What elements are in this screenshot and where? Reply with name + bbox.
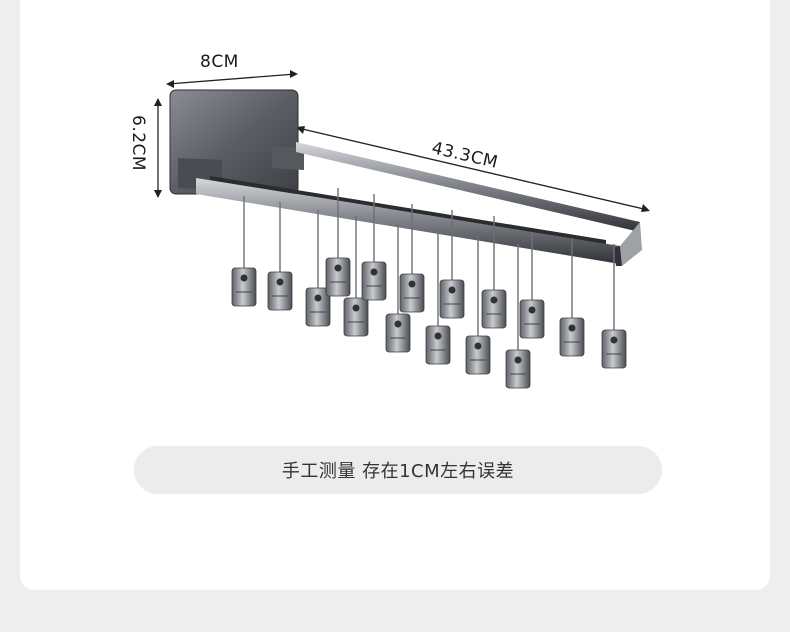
- clothes-clip: [267, 202, 293, 311]
- clothes-clip: [399, 204, 425, 313]
- width-dimension-label: 8CM: [200, 52, 239, 72]
- measurement-note-text: 手工测量 存在1CM左右误差: [281, 461, 515, 482]
- clothes-clip: [343, 216, 369, 337]
- measurement-note-pill: 手工测量 存在1CM左右误差: [134, 446, 662, 494]
- hanging-clips: [231, 188, 627, 389]
- clothes-clip: [231, 196, 257, 307]
- clothes-clip: [559, 238, 585, 357]
- width-dimension-arrow: [166, 70, 298, 88]
- clothes-clip: [505, 244, 531, 389]
- clothes-clip: [465, 236, 491, 375]
- height-dimension-arrow: [154, 98, 162, 198]
- clothes-clip: [425, 228, 451, 365]
- clothes-clip: [519, 232, 545, 339]
- clothes-clip: [385, 222, 411, 353]
- clothes-clip: [325, 188, 351, 297]
- clothes-clip: [601, 244, 627, 369]
- clothes-clip: [305, 210, 331, 327]
- height-dimension-label: 6.2CM: [128, 115, 148, 172]
- clothes-clip: [481, 216, 507, 329]
- rack-frame: [196, 142, 642, 266]
- clothes-clip: [361, 194, 387, 301]
- clothes-clip: [439, 210, 465, 319]
